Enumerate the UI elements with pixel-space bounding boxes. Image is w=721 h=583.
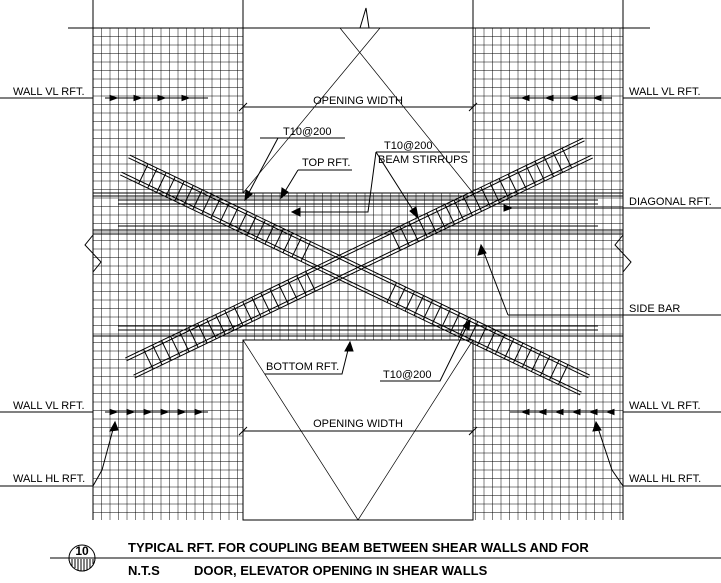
title-line-1: TYPICAL RFT. FOR COUPLING BEAM BETWEEN S… [128,540,589,555]
label-diagonal-rft: DIAGONAL RFT. [629,196,712,208]
opening-width-dimensions [238,102,478,436]
annotation-labels: WALL VL RFT. WALL VL RFT. OPENING WIDTH … [13,86,712,485]
title-block: 10 TYPICAL RFT. FOR COUPLING BEAM BETWEE… [50,540,721,578]
detail-number: 10 [75,544,89,558]
label-stirrup-bottom: T10@200 [383,369,431,381]
label-wall-hl-rft-right: WALL HL RFT. [629,473,701,485]
label-stirrup-right-2: BEAM STIRRUPS [378,154,468,166]
vertical-bar-arrows [105,94,615,432]
diagonal-reinforcement-cages [120,137,593,396]
label-opening-width-bottom: OPENING WIDTH [313,418,403,430]
opening-outlines [242,0,474,521]
label-bottom-rft: BOTTOM RFT. [266,361,339,373]
title-line-2: DOOR, ELEVATOR OPENING IN SHEAR WALLS [194,563,488,578]
label-wall-vl-rft-top-right: WALL VL RFT. [629,86,701,98]
opening-diagonal-marks [242,27,474,521]
label-top-rft: TOP RFT. [302,157,351,169]
label-wall-vl-rft-bottom-right: WALL VL RFT. [629,400,701,412]
leader-lines [0,97,721,487]
label-wall-vl-rft-top-left: WALL VL RFT. [13,86,85,98]
scale-label: N.T.S [128,563,160,578]
label-wall-hl-rft-left: WALL HL RFT. [13,473,85,485]
label-wall-vl-rft-bottom-left: WALL VL RFT. [13,400,85,412]
label-stirrup-left: T10@200 [283,126,331,138]
label-opening-width-top: OPENING WIDTH [313,95,403,107]
label-side-bar: SIDE BAR [629,303,680,315]
label-stirrup-right-1: T10@200 [384,140,432,152]
